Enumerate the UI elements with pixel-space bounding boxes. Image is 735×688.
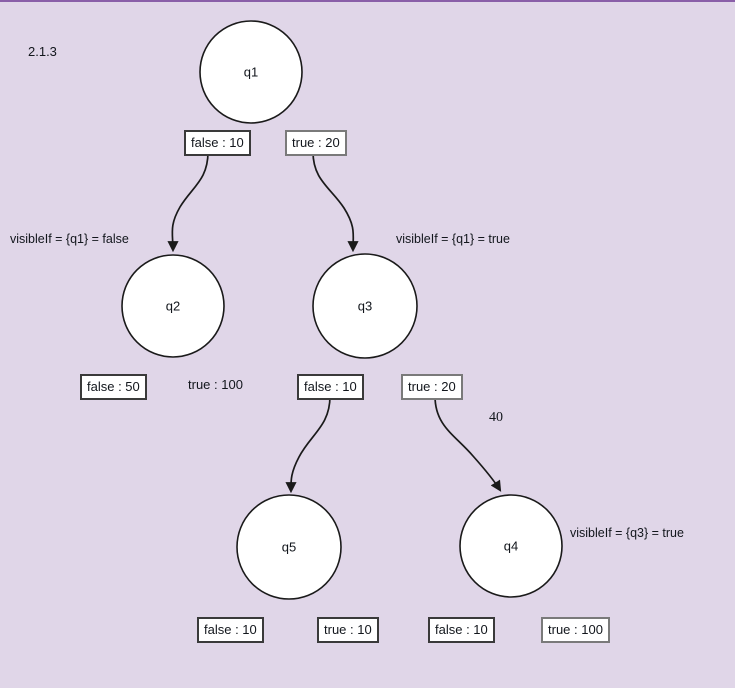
diagram-index-label: 2.1.3 [28,44,57,59]
value-label-q4-true[interactable]: true : 100 [541,617,610,643]
edge-q1-false-to-q2 [167,151,209,253]
node-q5[interactable]: q5 [236,494,342,600]
value-label-q4-false[interactable]: false : 10 [428,617,495,643]
node-label-q3: q3 [358,298,372,313]
node-circle-q5[interactable] [236,494,342,600]
value-label-q1-true[interactable]: true : 20 [285,130,347,156]
node-q3[interactable]: q3 [312,253,418,359]
value-label-q5-false[interactable]: false : 10 [197,617,264,643]
value-label-q2-true[interactable]: true : 100 [188,377,243,392]
node-q2[interactable]: q2 [121,254,225,358]
value-label-q2-false[interactable]: false : 50 [80,374,147,400]
nodes-group: q1 q2 q3 q5 q4 [121,20,563,600]
edge-q3-true-to-q4 [434,395,502,492]
cond-q2-text: visibleIf = {q1} = false [10,232,129,246]
value-label-q1-false[interactable]: false : 10 [184,130,251,156]
node-circle-q2[interactable] [121,254,225,358]
value-label-q3-false[interactable]: false : 10 [297,374,364,400]
node-label-q5: q5 [282,539,296,554]
node-circle-q4[interactable] [459,494,563,598]
node-circle-q1[interactable] [199,20,303,124]
edge-q3-false-to-q5 [285,395,331,494]
edges-group [167,151,502,494]
node-label-q1: q1 [244,64,258,79]
node-q1[interactable]: q1 [199,20,303,124]
weight-q3-q4: 40 [489,410,503,425]
node-label-q4: q4 [504,538,518,553]
node-q4[interactable]: q4 [459,494,563,598]
node-label-q2: q2 [166,298,180,313]
edge-q1-true-to-q3 [312,151,359,253]
cond-q4-text: visibleIf = {q3} = true [570,526,684,540]
value-label-q5-true[interactable]: true : 10 [317,617,379,643]
value-label-q3-true[interactable]: true : 20 [401,374,463,400]
cond-q3-text: visibleIf = {q1} = true [396,232,510,246]
node-circle-q3[interactable] [312,253,418,359]
